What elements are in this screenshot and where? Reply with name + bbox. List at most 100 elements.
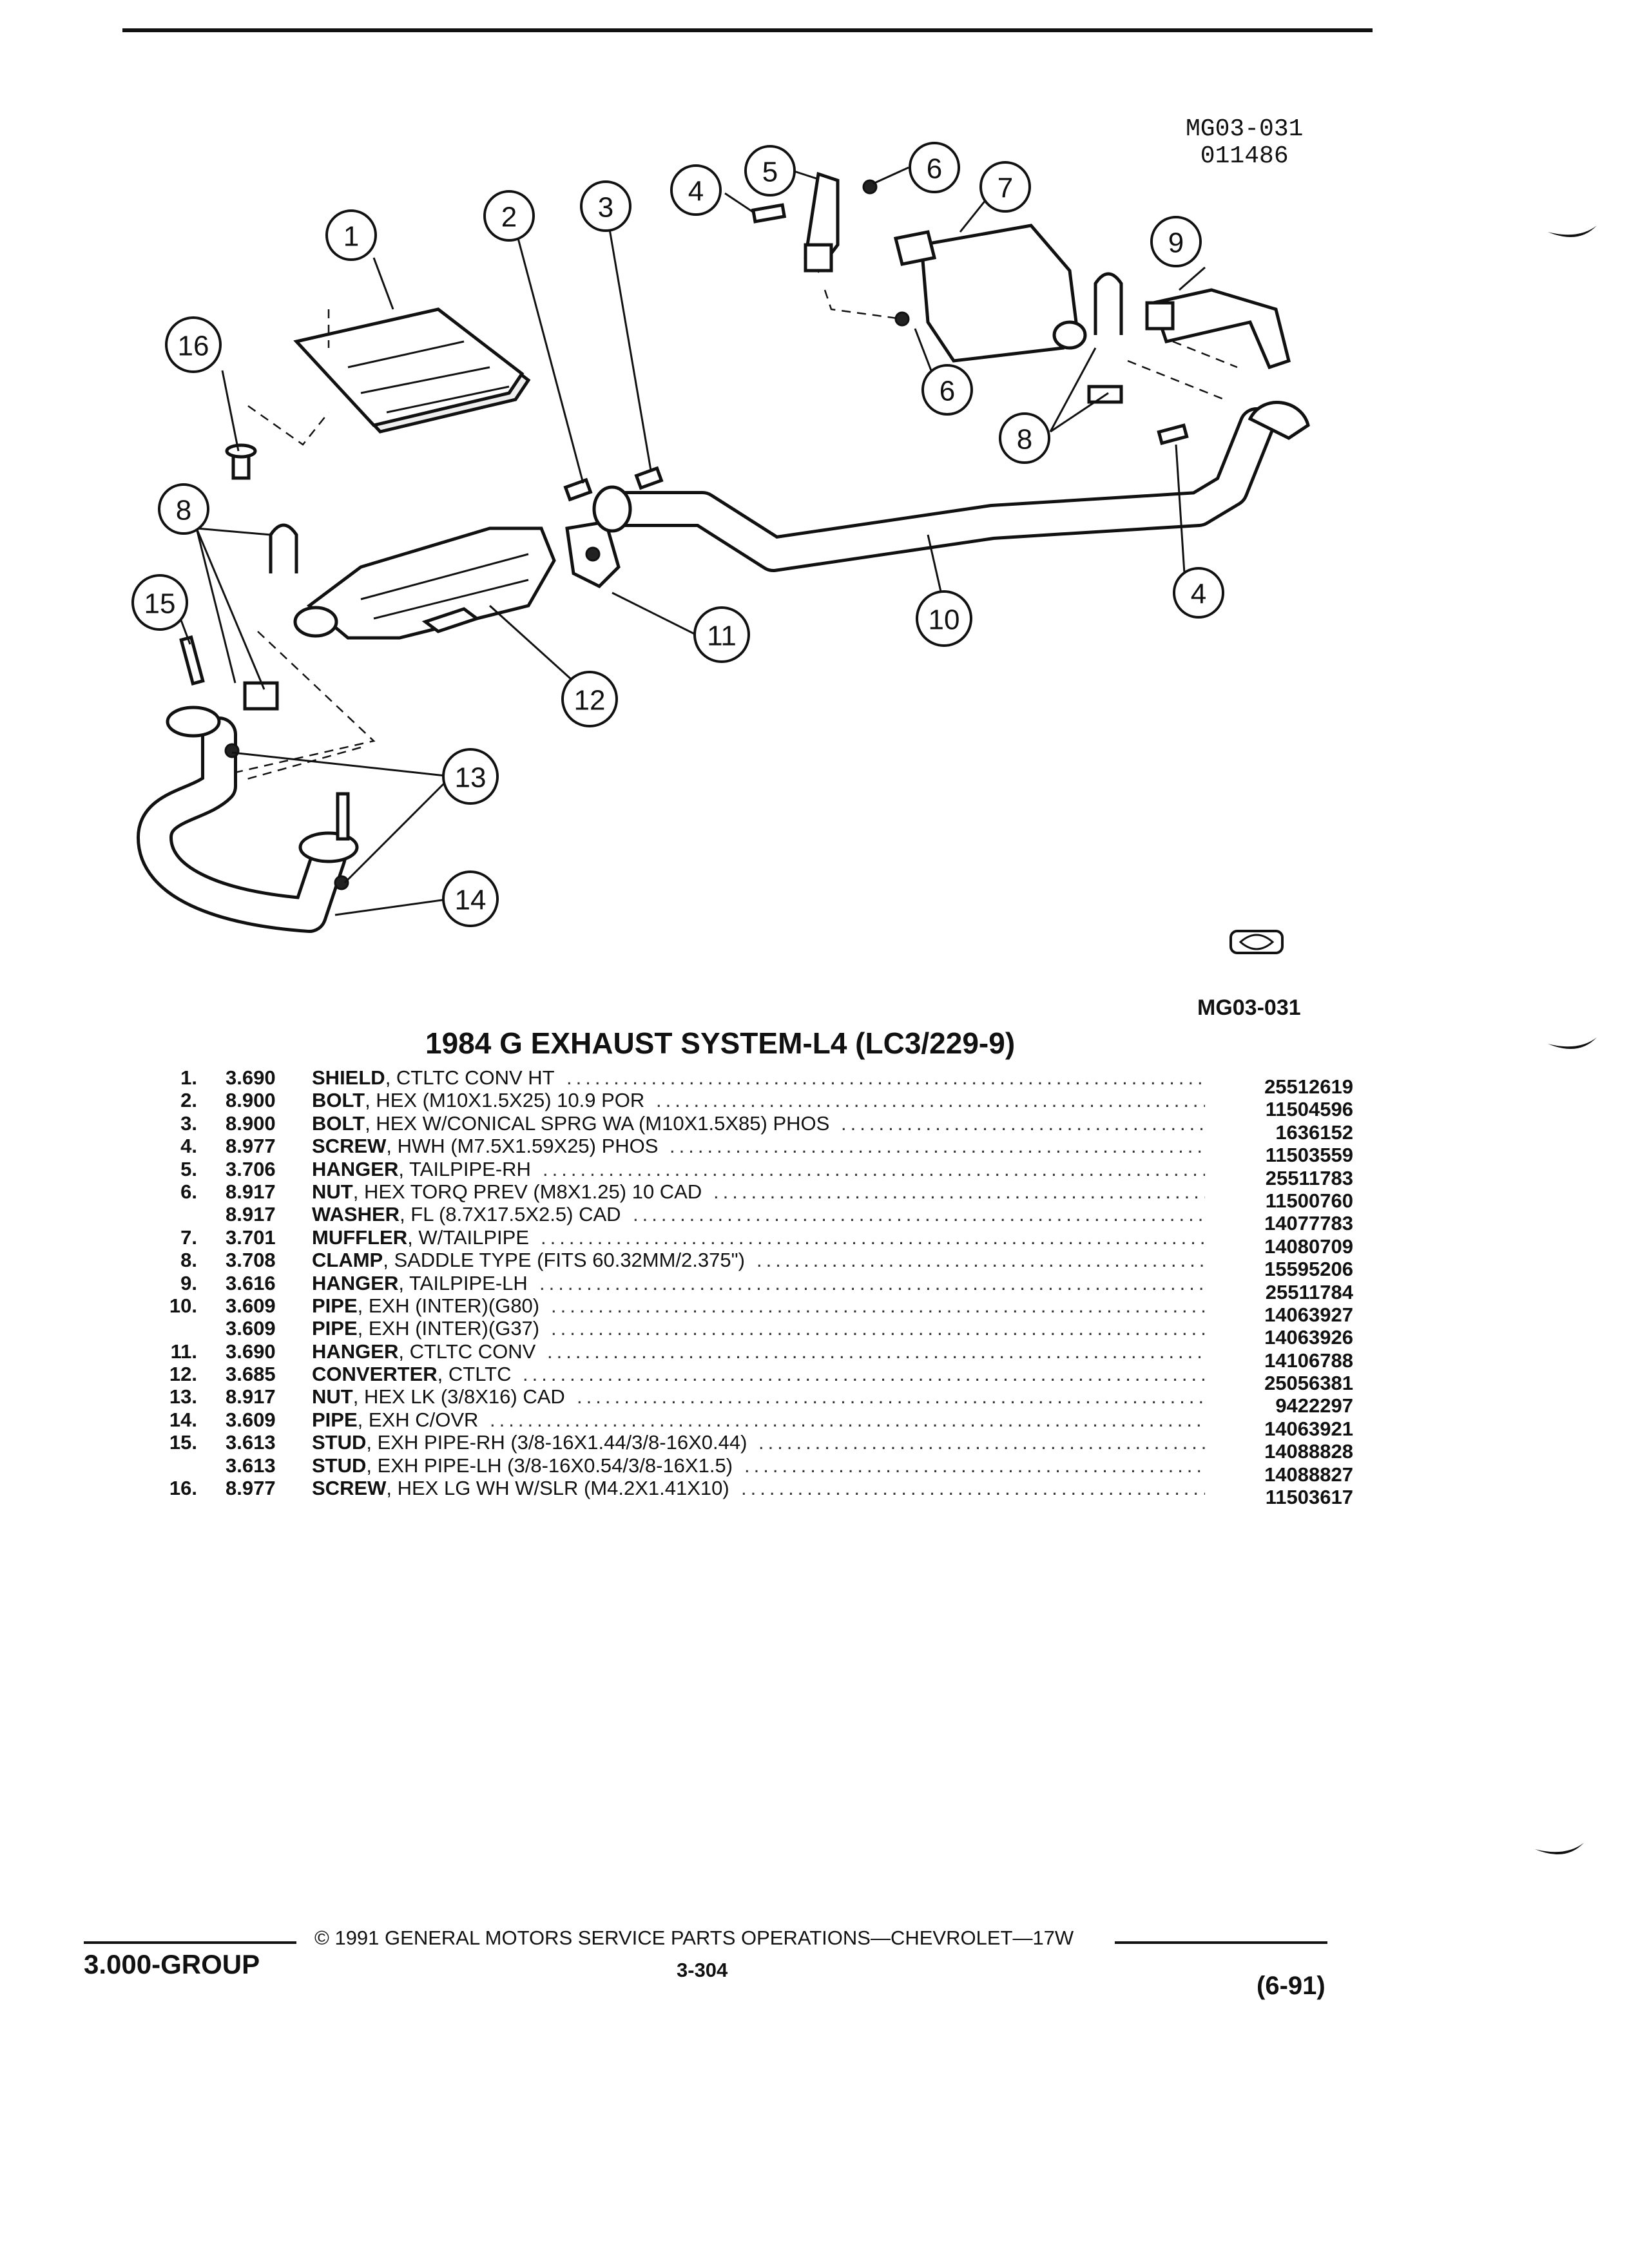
drawing-id-line2: 011486 <box>1200 142 1289 170</box>
part-spec: , EXH (INTER)(G37) <box>357 1317 540 1340</box>
item-number: 13. <box>169 1385 197 1408</box>
callout-8-upper: 8 <box>999 412 1050 464</box>
svg-text:6: 6 <box>940 376 955 407</box>
leader-dots: ........................................… <box>577 1385 1205 1408</box>
group-number: 8.917 <box>226 1385 276 1408</box>
part-name: SHIELD <box>312 1066 385 1089</box>
item-number: 16. <box>169 1477 197 1500</box>
part-name: NUT <box>312 1180 353 1203</box>
callout-15: 15 <box>131 574 188 631</box>
part-description: BOLT, HEX W/CONICAL SPRG WA (M10X1.5X85)… <box>312 1112 829 1135</box>
figure-code: MG03-031 <box>1197 995 1301 1020</box>
part-number: 11503617 <box>1265 1486 1353 1509</box>
part-name: CLAMP <box>312 1249 383 1272</box>
leader-dots: ........................................… <box>547 1340 1205 1363</box>
intermediate-pipe <box>592 401 1310 572</box>
group-number: 3.708 <box>226 1249 276 1272</box>
group-number: 3.609 <box>226 1294 276 1317</box>
item-number: 8. <box>180 1249 197 1272</box>
muffler <box>893 224 1087 363</box>
part-name: HANGER <box>312 1157 399 1180</box>
svg-text:4: 4 <box>688 176 704 207</box>
item-number: 9. <box>180 1271 197 1294</box>
part-spec: , EXH PIPE-RH (3/8-16X1.44/3/8-16X0.44) <box>366 1431 747 1454</box>
part-description: CLAMP, SADDLE TYPE (FITS 60.32MM/2.375") <box>312 1249 745 1271</box>
part-number: 11504596 <box>1265 1098 1353 1121</box>
part-description: BOLT, HEX (M10X1.5X25) 10.9 POR <box>312 1089 644 1111</box>
part-name: SCREW <box>312 1477 387 1500</box>
part-name: MUFFLER <box>312 1225 408 1249</box>
footer-rule-right <box>1115 1941 1327 1944</box>
callout-12: 12 <box>561 671 618 727</box>
item-number: 4. <box>180 1135 197 1158</box>
footer-date: (6-91) <box>1257 1972 1325 2000</box>
group-number: 8.917 <box>226 1180 276 1203</box>
part-name: SCREW <box>312 1135 387 1158</box>
item-number: 10. <box>169 1294 197 1317</box>
leader-dots: ........................................… <box>551 1294 1205 1317</box>
group-number: 8.977 <box>226 1477 276 1500</box>
part-spec: , CTLTC CONV HT <box>385 1066 555 1089</box>
svg-text:8: 8 <box>1017 424 1032 456</box>
svg-text:3: 3 <box>598 192 613 224</box>
catalytic-converter <box>293 526 556 640</box>
part-spec: , HEX LK (3/8X16) CAD <box>352 1385 565 1408</box>
callout-3: 3 <box>580 180 631 232</box>
item-number: 2. <box>180 1089 197 1112</box>
screw-4-lower <box>1157 423 1189 445</box>
bolt-3 <box>634 466 664 490</box>
part-number: 14088828 <box>1264 1440 1353 1463</box>
callout-5: 5 <box>744 145 796 197</box>
group-number: 3.613 <box>226 1431 276 1454</box>
margin-mark-icon <box>1548 1037 1597 1049</box>
part-description: MUFFLER, W/TAILPIPE <box>312 1226 529 1249</box>
part-name: CONVERTER <box>312 1363 438 1386</box>
svg-text:4: 4 <box>1191 579 1206 610</box>
group-number: 3.685 <box>226 1363 276 1386</box>
part-description: CONVERTER, CTLTC <box>312 1363 511 1385</box>
part-spec: , W/TAILPIPE <box>407 1225 529 1249</box>
clamp-8-upper <box>1087 272 1123 404</box>
group-number: 3.609 <box>226 1317 276 1340</box>
clamp-8-lower <box>243 523 298 711</box>
group-number: 8.900 <box>226 1089 276 1112</box>
gm-logo-icon <box>1229 930 1284 954</box>
part-number: 14063926 <box>1264 1326 1353 1349</box>
footer-group: 3.000-GROUP <box>84 1949 260 1979</box>
group-number: 3.690 <box>226 1340 276 1363</box>
part-number: 14106788 <box>1264 1349 1353 1372</box>
part-name: HANGER <box>312 1340 399 1363</box>
leader-dots: ........................................… <box>490 1408 1205 1431</box>
part-number: 14077783 <box>1264 1212 1353 1235</box>
group-number: 3.613 <box>226 1454 276 1477</box>
group-number: 3.701 <box>226 1225 276 1249</box>
part-spec: , EXH PIPE-LH (3/8-16X0.54/3/8-16X1.5) <box>366 1454 733 1477</box>
callout-16: 16 <box>165 316 222 373</box>
group-number: 3.609 <box>226 1408 276 1431</box>
item-number: 7. <box>180 1225 197 1249</box>
part-description: HANGER, TAILPIPE-RH <box>312 1158 531 1180</box>
svg-text:2: 2 <box>501 202 517 233</box>
part-number: 25512619 <box>1264 1075 1353 1098</box>
part-number: 14080709 <box>1264 1235 1353 1258</box>
leader-dots: ........................................… <box>744 1454 1205 1477</box>
leader-dots: ........................................… <box>841 1111 1205 1135</box>
part-spec: , CTLTC <box>437 1363 512 1386</box>
group-number: 3.690 <box>226 1066 276 1089</box>
part-spec: , EXH C/OVR <box>357 1408 479 1431</box>
part-spec: , EXH (INTER)(G80) <box>357 1294 540 1317</box>
svg-text:10: 10 <box>929 604 960 636</box>
